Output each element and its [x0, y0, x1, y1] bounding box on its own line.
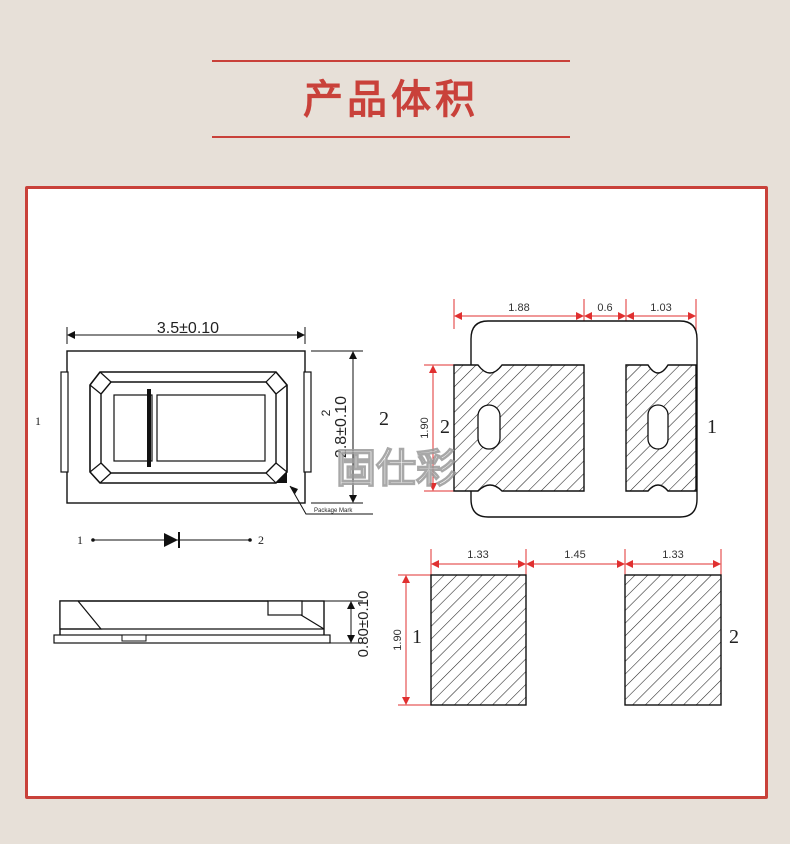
pad-bottom-height: 1.90 [392, 629, 404, 650]
dimension-drawing: 3.5±0.10 2 [35, 299, 739, 706]
diode-pin-right: 2 [258, 533, 264, 547]
diode-symbol: 1 2 [77, 532, 264, 548]
pad-top-dim-b: 0.6 [597, 302, 612, 314]
package-mark-label: Package Mark [314, 508, 353, 514]
pad-top-height: 1.90 [419, 417, 431, 438]
header: 产品体积 [0, 0, 790, 160]
pad-layout-top: 1.88 0.6 1.03 1.90 2 1 [419, 299, 717, 518]
pin-small-label: 2 [319, 409, 333, 416]
drawing-panel: 3.5±0.10 2 [25, 186, 768, 799]
height-dimension: 2.8±0.10 [333, 396, 350, 458]
width-dimension: 3.5±0.10 [157, 320, 219, 337]
pad-bottom-dim-b: 1.45 [564, 549, 585, 561]
pad-top-pin-right: 1 [707, 416, 717, 438]
pad-bottom-dim-c: 1.33 [662, 549, 683, 561]
page-title: 产品体积 [303, 77, 479, 123]
title-rule-top [212, 60, 570, 62]
pin-label-right: 2 [379, 408, 389, 430]
pad-top-dim-c: 1.03 [650, 302, 671, 314]
side-height-dimension: 0.80±0.10 [355, 591, 372, 658]
side-view: 0.80±0.10 [53, 591, 372, 658]
pad-layout-bottom: 1.33 1.45 1.33 1.90 1 2 [392, 549, 739, 706]
pad-top-dim-a: 1.88 [508, 302, 529, 314]
title-rule-bottom [212, 136, 570, 138]
pad-bottom-pin-left: 1 [412, 626, 422, 648]
pad-bottom-pin-right: 2 [729, 626, 739, 648]
pad-bottom-dim-a: 1.33 [467, 549, 488, 561]
watermark-text: 固仕彩 [336, 446, 456, 492]
pad-top-pin-left: 2 [440, 416, 450, 438]
top-view: 3.5±0.10 2 [35, 320, 389, 515]
diode-pin-left: 1 [77, 533, 83, 547]
pin-label-left: 1 [35, 414, 41, 428]
watermark: 固仕彩 [335, 445, 456, 492]
